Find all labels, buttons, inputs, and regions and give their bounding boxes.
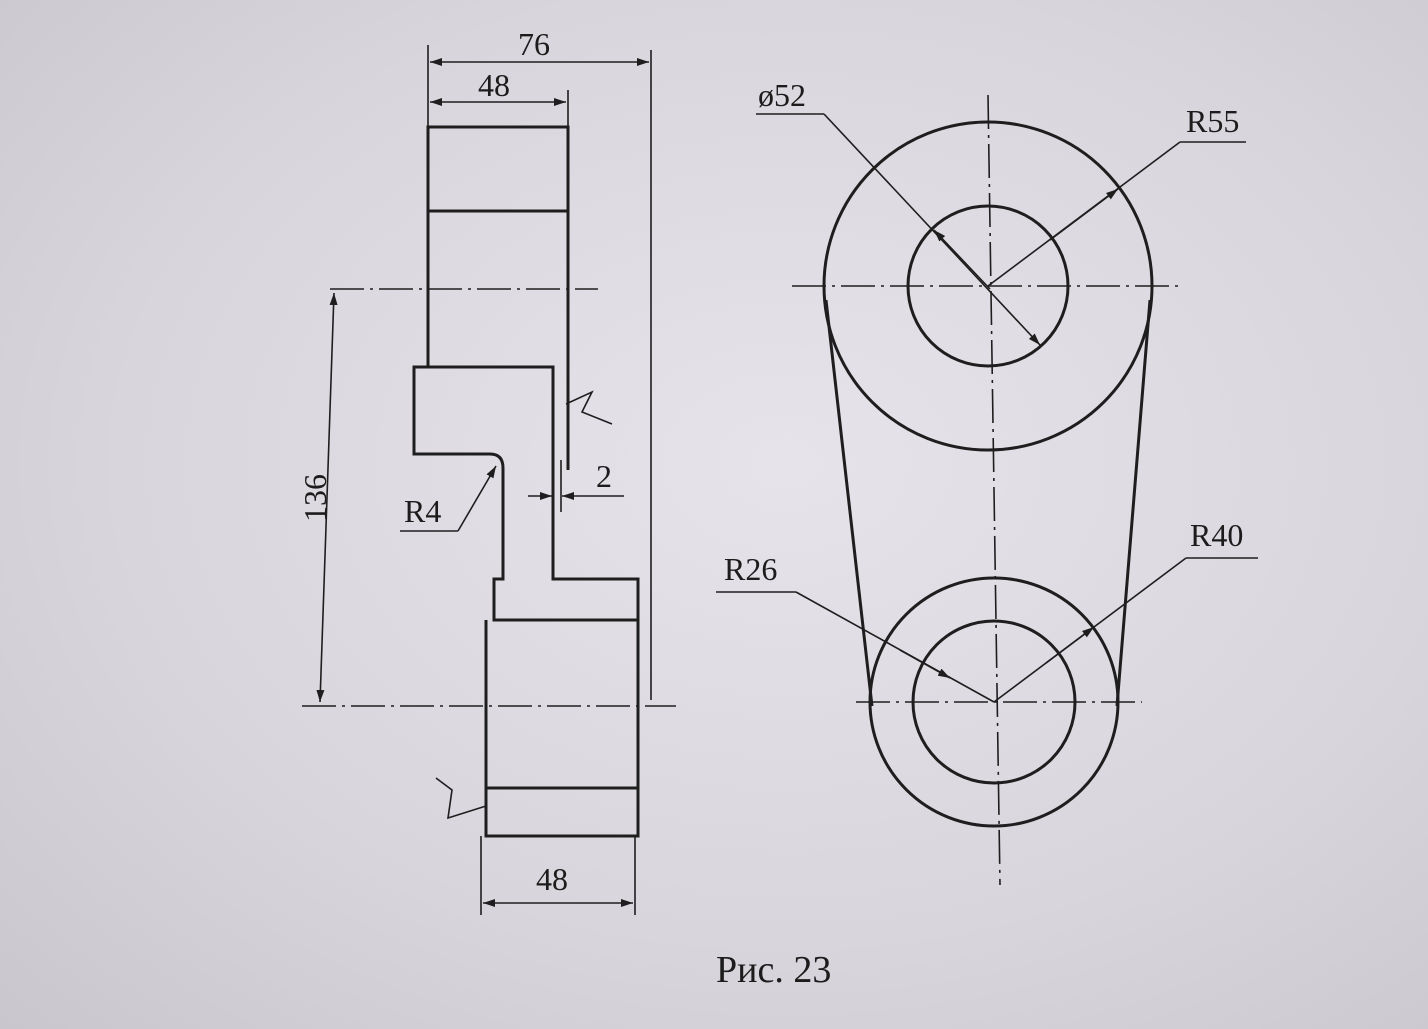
hatched-region-web [412,365,640,622]
dimension-label-r4: R4 [404,493,441,529]
surface-finish-symbol [435,777,487,820]
hatched-region-top [426,125,570,213]
dimension-label-76: 76 [518,26,550,62]
section-view: 76 48 136 R4 2 48 [297,26,676,915]
surface-finish-symbol [565,390,613,425]
dimension-label-r40: R40 [1190,517,1243,553]
bore-circle-bottom [911,619,1077,785]
leader-line-diameter-arrow [933,229,991,290]
outer-circle-top [822,120,1154,452]
tangent-line-left [824,299,874,707]
hatched-region-bottom [484,786,640,838]
center-line-vertical [987,94,1001,886]
dimension-label-48-bottom: 48 [536,861,568,897]
leader-line-r26-arrow [899,649,951,679]
dimension-label-r26: R26 [724,551,777,587]
dimension-label-2: 2 [596,458,612,494]
figure-caption: Рис. 23 [716,949,831,991]
leader-line-r55-arrow [1049,188,1119,241]
plan-view: ø52 R55 R40 R26 [716,77,1258,886]
leader-line-diameter-slant [823,113,1041,346]
bore-circle-top [906,204,1070,368]
leader-line-r40-arrow [1045,626,1095,664]
dimension-label-136: 136 [297,474,333,522]
tangent-line-right [1115,299,1152,707]
leader-line-r4-arrow [457,465,497,532]
dimension-line-136 [316,292,338,703]
leader-line-r26-slant [795,591,995,703]
dimension-label-r55: R55 [1186,103,1239,139]
dimension-label-48-top: 48 [478,67,510,103]
dimension-label-diameter-52: ø52 [758,77,806,113]
